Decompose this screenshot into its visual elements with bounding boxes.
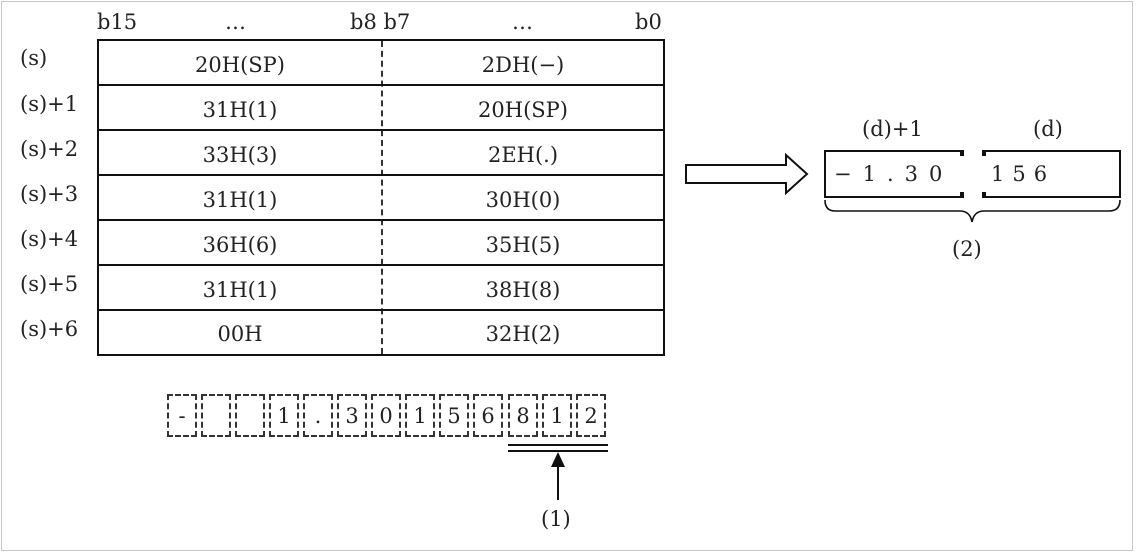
bit-label-b0: b0 bbox=[635, 10, 662, 34]
byte-divider bbox=[381, 41, 383, 354]
word-tick-right bbox=[982, 150, 986, 156]
char-box: 0 bbox=[371, 394, 401, 437]
bit-label-b8-b7: b8 b7 bbox=[350, 10, 411, 34]
char-box: 1 bbox=[542, 394, 572, 437]
pointer-label: (1) bbox=[541, 507, 571, 531]
curly-brace-icon bbox=[824, 199, 1121, 223]
result-word-d bbox=[982, 150, 1121, 198]
row-label-s3: (s)+3 bbox=[20, 182, 79, 206]
row-divider bbox=[97, 174, 665, 176]
bit-label-dots-left: … bbox=[225, 10, 246, 34]
up-arrow-icon bbox=[551, 452, 565, 500]
cell-high-byte: 31H(1) bbox=[202, 188, 278, 212]
row-label-s1: (s)+1 bbox=[20, 92, 79, 116]
char-box: 6 bbox=[473, 394, 503, 437]
cell-low-byte: 35H(5) bbox=[485, 233, 561, 257]
result-word-d-plus-1 bbox=[824, 150, 964, 198]
char-box: 3 bbox=[337, 394, 367, 437]
word-tick-right-bottom bbox=[982, 192, 986, 198]
row-label-s4: (s)+4 bbox=[20, 227, 79, 251]
char-box: 1 bbox=[405, 394, 435, 437]
exponent-underline bbox=[508, 450, 608, 452]
char-box bbox=[201, 394, 231, 437]
result-label-d: (d) bbox=[1033, 117, 1063, 141]
cell-high-byte: 00H bbox=[217, 322, 263, 346]
bit-label-dots-right: … bbox=[512, 10, 533, 34]
cell-high-byte: 36H(6) bbox=[202, 233, 278, 257]
cell-low-byte: 30H(0) bbox=[485, 188, 561, 212]
cell-low-byte: 32H(2) bbox=[485, 322, 561, 346]
row-label-s6: (s)+6 bbox=[20, 317, 79, 341]
char-box: 8 bbox=[508, 394, 538, 437]
row-label-s5: (s)+5 bbox=[20, 272, 79, 296]
word-gap-mask bbox=[962, 154, 986, 194]
row-divider bbox=[97, 264, 665, 266]
row-divider bbox=[97, 84, 665, 86]
conversion-arrow-icon bbox=[685, 152, 809, 196]
brace-label: (2) bbox=[952, 237, 982, 261]
char-box: 2 bbox=[576, 394, 606, 437]
char-box: - bbox=[167, 394, 197, 437]
char-box bbox=[235, 394, 265, 437]
row-divider bbox=[97, 309, 665, 311]
result-label-d-plus-1: (d)+1 bbox=[862, 117, 923, 141]
char-box: . bbox=[303, 394, 333, 437]
register-table bbox=[97, 39, 665, 356]
cell-low-byte: 2EH(.) bbox=[487, 143, 559, 167]
result-value-d-plus-1: −1.30 bbox=[834, 162, 954, 186]
char-box: 1 bbox=[269, 394, 299, 437]
row-label-s2: (s)+2 bbox=[20, 137, 79, 161]
cell-low-byte: 20H(SP) bbox=[478, 98, 568, 122]
word-tick-left bbox=[960, 150, 964, 156]
word-tick-left-bottom bbox=[960, 192, 964, 198]
cell-low-byte: 38H(8) bbox=[485, 278, 561, 302]
cell-high-byte: 31H(1) bbox=[202, 98, 278, 122]
cell-high-byte: 31H(1) bbox=[202, 278, 278, 302]
row-divider bbox=[97, 129, 665, 131]
exponent-underline bbox=[508, 444, 608, 446]
row-divider bbox=[97, 219, 665, 221]
cell-high-byte: 20H(SP) bbox=[195, 53, 285, 77]
cell-high-byte: 33H(3) bbox=[202, 143, 278, 167]
result-value-d: 156 bbox=[991, 162, 1056, 186]
row-label-s: (s) bbox=[20, 46, 48, 70]
char-box: 5 bbox=[439, 394, 469, 437]
bit-label-b15: b15 bbox=[97, 10, 138, 34]
cell-low-byte: 2DH(−) bbox=[481, 53, 565, 77]
